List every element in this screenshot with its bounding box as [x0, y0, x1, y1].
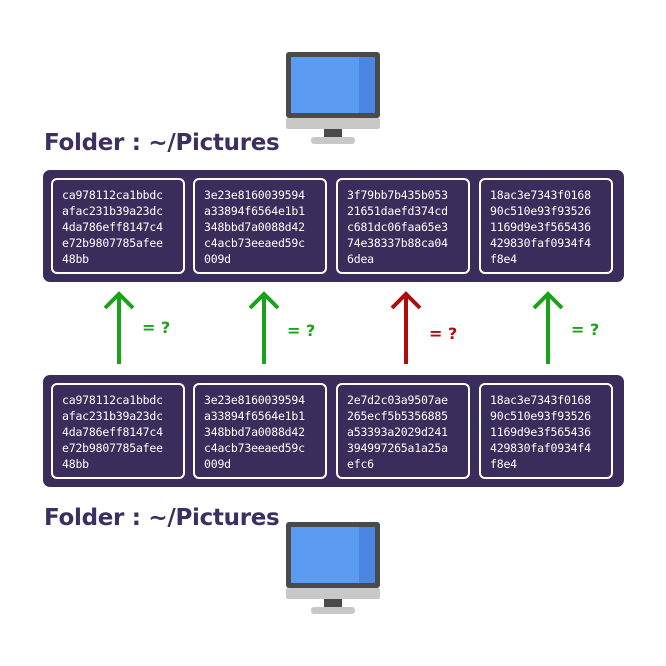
hash-cell: 3e23e8160039594 a33894f6564e1b1 348bbd7a… — [193, 383, 327, 479]
folder-label-bottom: Folder : ~/Pictures — [44, 505, 280, 531]
hash-line: a53393a2029d241 — [347, 425, 448, 439]
hash-line: 2e7d2c03a9507ae — [347, 393, 448, 407]
comparison-arrows: = ? = ? = ? = ? — [0, 280, 666, 375]
hash-cell: ca978112ca1bbdc afac231b39a23dc 4da786ef… — [51, 178, 185, 274]
hash-line: 48bb — [62, 252, 89, 266]
hash-row-top: ca978112ca1bbdc afac231b39a23dc 4da786ef… — [43, 170, 624, 282]
hash-line: 348bbd7a0088d42 — [204, 425, 305, 439]
hash-line: f8e4 — [490, 252, 517, 266]
hash-line: f8e4 — [490, 457, 517, 471]
arrow-up-icon — [532, 291, 564, 364]
hash-cell: ca978112ca1bbdc afac231b39a23dc 4da786ef… — [51, 383, 185, 479]
comparison-label: = ? — [142, 318, 171, 337]
hash-line: 21651daefd374cd — [347, 204, 448, 218]
hash-line: 3f79bb7b435b053 — [347, 188, 448, 202]
hash-line: 18ac3e7343f0168 — [490, 393, 591, 407]
folder-label-top: Folder : ~/Pictures — [44, 130, 280, 156]
hash-line: 1169d9e3f565436 — [490, 220, 591, 234]
hash-line: c681dc06faa65e3 — [347, 220, 448, 234]
comparison-arrows-svg — [103, 291, 564, 364]
comparison-label: = ? — [287, 321, 316, 340]
desktop-computer-icon-bottom — [283, 520, 383, 616]
hash-line: 429830faf0934f4 — [490, 236, 591, 250]
comparison-label: = ? — [429, 324, 458, 343]
hash-line: 48bb — [62, 457, 89, 471]
arrow-up-icon — [103, 291, 135, 364]
hash-line: 009d — [204, 457, 231, 471]
hash-line: afac231b39a23dc — [62, 204, 163, 218]
hash-cell: 18ac3e7343f0168 90c510e93f93526 1169d9e3… — [479, 178, 613, 274]
hash-line: e72b9807785afee — [62, 236, 163, 250]
hash-line: 74e38337b88ca04 — [347, 236, 448, 250]
hash-line: 6dea — [347, 252, 374, 266]
hash-line: 009d — [204, 252, 231, 266]
hash-line: a33894f6564e1b1 — [204, 204, 305, 218]
hash-line: c4acb73eeaed59c — [204, 236, 305, 250]
hash-line: 90c510e93f93526 — [490, 409, 591, 423]
hash-line: a33894f6564e1b1 — [204, 409, 305, 423]
hash-line: 348bbd7a0088d42 — [204, 220, 305, 234]
desktop-computer-icon-top — [283, 50, 383, 146]
hash-line: afac231b39a23dc — [62, 409, 163, 423]
hash-line: 394997265a1a25a — [347, 441, 448, 455]
hash-line: 265ecf5b5356885 — [347, 409, 448, 423]
hash-cell: 2e7d2c03a9507ae 265ecf5b5356885 a53393a2… — [336, 383, 470, 479]
desktop-computer-icon — [286, 522, 380, 614]
hash-line: efc6 — [347, 457, 374, 471]
hash-line: 429830faf0934f4 — [490, 441, 591, 455]
comparison-label: = ? — [571, 320, 600, 339]
hash-cell: 3f79bb7b435b053 21651daefd374cd c681dc06… — [336, 178, 470, 274]
hash-row-bottom: ca978112ca1bbdc afac231b39a23dc 4da786ef… — [43, 375, 624, 487]
hash-line: ca978112ca1bbdc — [62, 188, 163, 202]
hash-line: 3e23e8160039594 — [204, 188, 305, 202]
hash-line: 4da786eff8147c4 — [62, 425, 163, 439]
arrow-up-icon — [390, 291, 422, 364]
hash-line: 3e23e8160039594 — [204, 393, 305, 407]
hash-line: 90c510e93f93526 — [490, 204, 591, 218]
desktop-computer-icon — [286, 52, 380, 144]
hash-cell: 3e23e8160039594 a33894f6564e1b1 348bbd7a… — [193, 178, 327, 274]
hash-line: e72b9807785afee — [62, 441, 163, 455]
hash-line: 18ac3e7343f0168 — [490, 188, 591, 202]
hash-cell: 18ac3e7343f0168 90c510e93f93526 1169d9e3… — [479, 383, 613, 479]
hash-line: 1169d9e3f565436 — [490, 425, 591, 439]
hash-line: 4da786eff8147c4 — [62, 220, 163, 234]
hash-line: ca978112ca1bbdc — [62, 393, 163, 407]
hash-line: c4acb73eeaed59c — [204, 441, 305, 455]
arrow-up-icon — [248, 291, 280, 364]
